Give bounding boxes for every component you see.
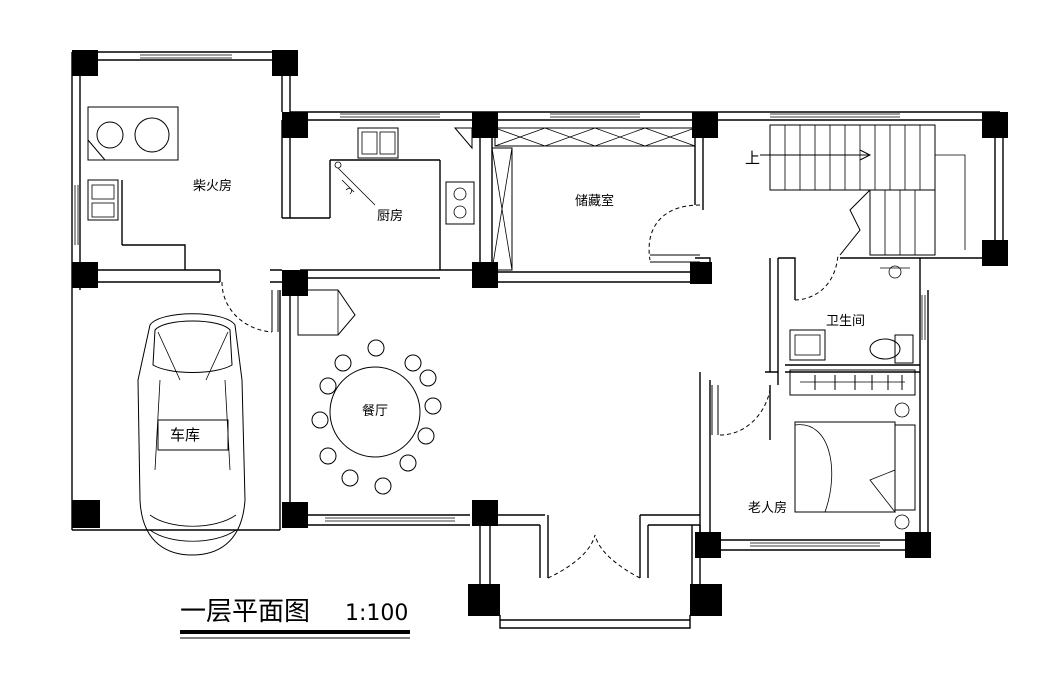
dining-table xyxy=(311,339,442,495)
shower xyxy=(880,265,910,279)
walls xyxy=(71,51,1004,629)
storage-shelf xyxy=(491,127,696,271)
drawing-scale: 1:100 xyxy=(345,601,408,626)
kitchen-sink xyxy=(357,127,399,159)
bath-sink xyxy=(789,329,826,361)
room-label-garage: 车库 xyxy=(170,426,200,444)
storage-door xyxy=(648,204,701,263)
garage-door xyxy=(221,281,279,333)
stair-up-label: 上 xyxy=(745,149,760,167)
bedside-table xyxy=(894,402,916,530)
wardrobe xyxy=(789,369,916,396)
bathroom-door xyxy=(794,254,839,301)
toilet xyxy=(869,334,914,364)
room-label-kitchen: 厨房 xyxy=(377,208,403,224)
columns xyxy=(72,50,1008,616)
room-label-storage: 储藏室 xyxy=(575,193,614,209)
staircase xyxy=(760,124,966,256)
dining-cabinet xyxy=(297,289,356,336)
room-label-firewood: 柴火房 xyxy=(193,178,232,194)
elder-room-door xyxy=(711,385,771,436)
room-label-elder: 老人房 xyxy=(748,500,787,516)
bed xyxy=(794,421,896,514)
entry-door xyxy=(547,534,641,579)
car xyxy=(137,313,246,556)
room-label-dining: 餐厅 xyxy=(362,403,388,419)
firewood-room-sink xyxy=(87,179,119,221)
drawing-title: 一层平面图 xyxy=(180,597,310,627)
kitchen-door-leaf xyxy=(453,127,473,150)
kitchen-stove xyxy=(445,181,475,225)
room-label-bathroom: 卫生间 xyxy=(826,314,865,329)
kitchen-faucet xyxy=(334,161,376,206)
stove xyxy=(87,106,179,161)
